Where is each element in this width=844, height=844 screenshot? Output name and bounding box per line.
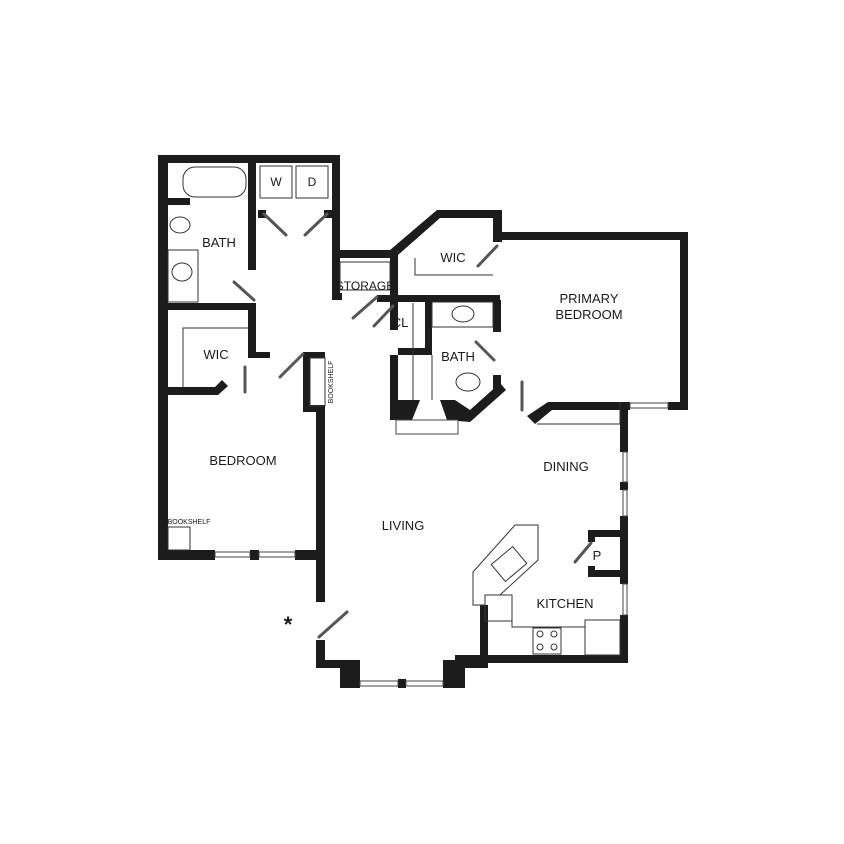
- label-bookshelf-living: BOOKSHELF: [328, 361, 335, 404]
- room-label-living: LIVING: [382, 518, 425, 533]
- room-label-pantry: P: [593, 548, 602, 563]
- fixtures: [167, 165, 621, 656]
- label-dryer: D: [308, 175, 317, 189]
- room-label-bath-primary: BATH: [441, 349, 475, 364]
- washer: [259, 165, 293, 199]
- doors: [232, 212, 593, 639]
- room-label-primary-bedroom-line2: BEDROOM: [555, 307, 622, 322]
- room-label-bath-left: BATH: [202, 235, 236, 250]
- room-label-storage: STORAGE: [336, 279, 394, 293]
- room-label-bedroom: BEDROOM: [209, 453, 276, 468]
- walls: [158, 155, 688, 688]
- label-washer: W: [270, 175, 282, 189]
- bathtub: [182, 166, 247, 198]
- room-label-closet: CL: [392, 315, 409, 330]
- entry-marker: *: [284, 612, 293, 637]
- kitchen-counter: [472, 524, 539, 606]
- toilet: [169, 216, 191, 234]
- room-label-primary-bedroom-line1: PRIMARY: [560, 291, 619, 306]
- room-label-wic-primary: WIC: [440, 250, 465, 265]
- kitchen-sink: [490, 545, 528, 583]
- sink: [171, 262, 193, 282]
- room-label-kitchen: KITCHEN: [536, 596, 593, 611]
- stove: [532, 627, 562, 655]
- room-label-wic-left: WIC: [203, 347, 228, 362]
- dryer: [295, 165, 329, 199]
- room-label-dining: DINING: [543, 459, 589, 474]
- room-labels: BATH W D WIC BEDROOM BOOKSHELF BOOKSHELF…: [168, 175, 623, 637]
- label-bookshelf-bedroom: BOOKSHELF: [168, 519, 211, 526]
- toilet: [455, 372, 481, 392]
- windows: [214, 402, 669, 687]
